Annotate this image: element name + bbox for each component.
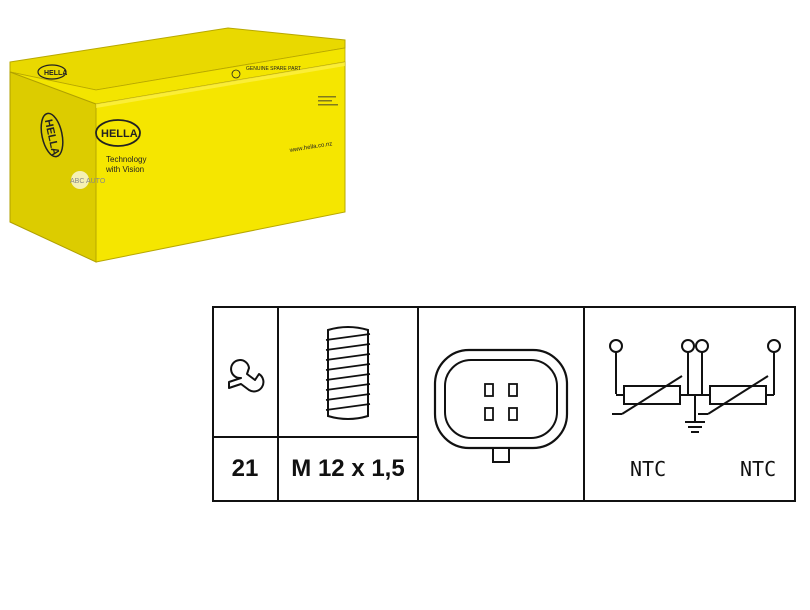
sensor-1-type-label: NTC: [630, 457, 666, 481]
genuine-spare-part-label: GENUINE SPARE PART: [246, 66, 301, 72]
hella-logo-small: [37, 64, 67, 80]
watermark-icon: [71, 171, 89, 189]
watermark-text: ABC AUTO: [70, 178, 106, 185]
tagline-line-1: Technology: [106, 155, 146, 164]
spec-table-drawing: 21 M 12 x 1,5 NTC NTC: [212, 306, 796, 502]
wrench-icon: [228, 359, 265, 393]
hella-logo-main: [95, 119, 141, 147]
brand-logo-top-text: HELLA: [44, 70, 67, 77]
tagline-line-2: with Vision: [105, 165, 144, 174]
hella-box-illustration: HELLA HELLA HELLA Technology with Vision…: [9, 27, 346, 263]
spec-table: 21 M 12 x 1,5 NTC NTC: [212, 306, 796, 502]
sensor-2-type-label: NTC: [740, 457, 776, 481]
four-pin-connector-icon: [433, 348, 569, 463]
dual-ntc-circuit-icon: [609, 339, 781, 433]
product-box-image: HELLA HELLA HELLA Technology with Vision…: [0, 0, 360, 275]
wrench-size-value: 21: [232, 455, 259, 482]
thread-size-value: M 12 x 1,5: [291, 455, 404, 482]
brand-logo-main-text: HELLA: [101, 128, 138, 140]
threaded-bolt-icon: [325, 326, 371, 420]
